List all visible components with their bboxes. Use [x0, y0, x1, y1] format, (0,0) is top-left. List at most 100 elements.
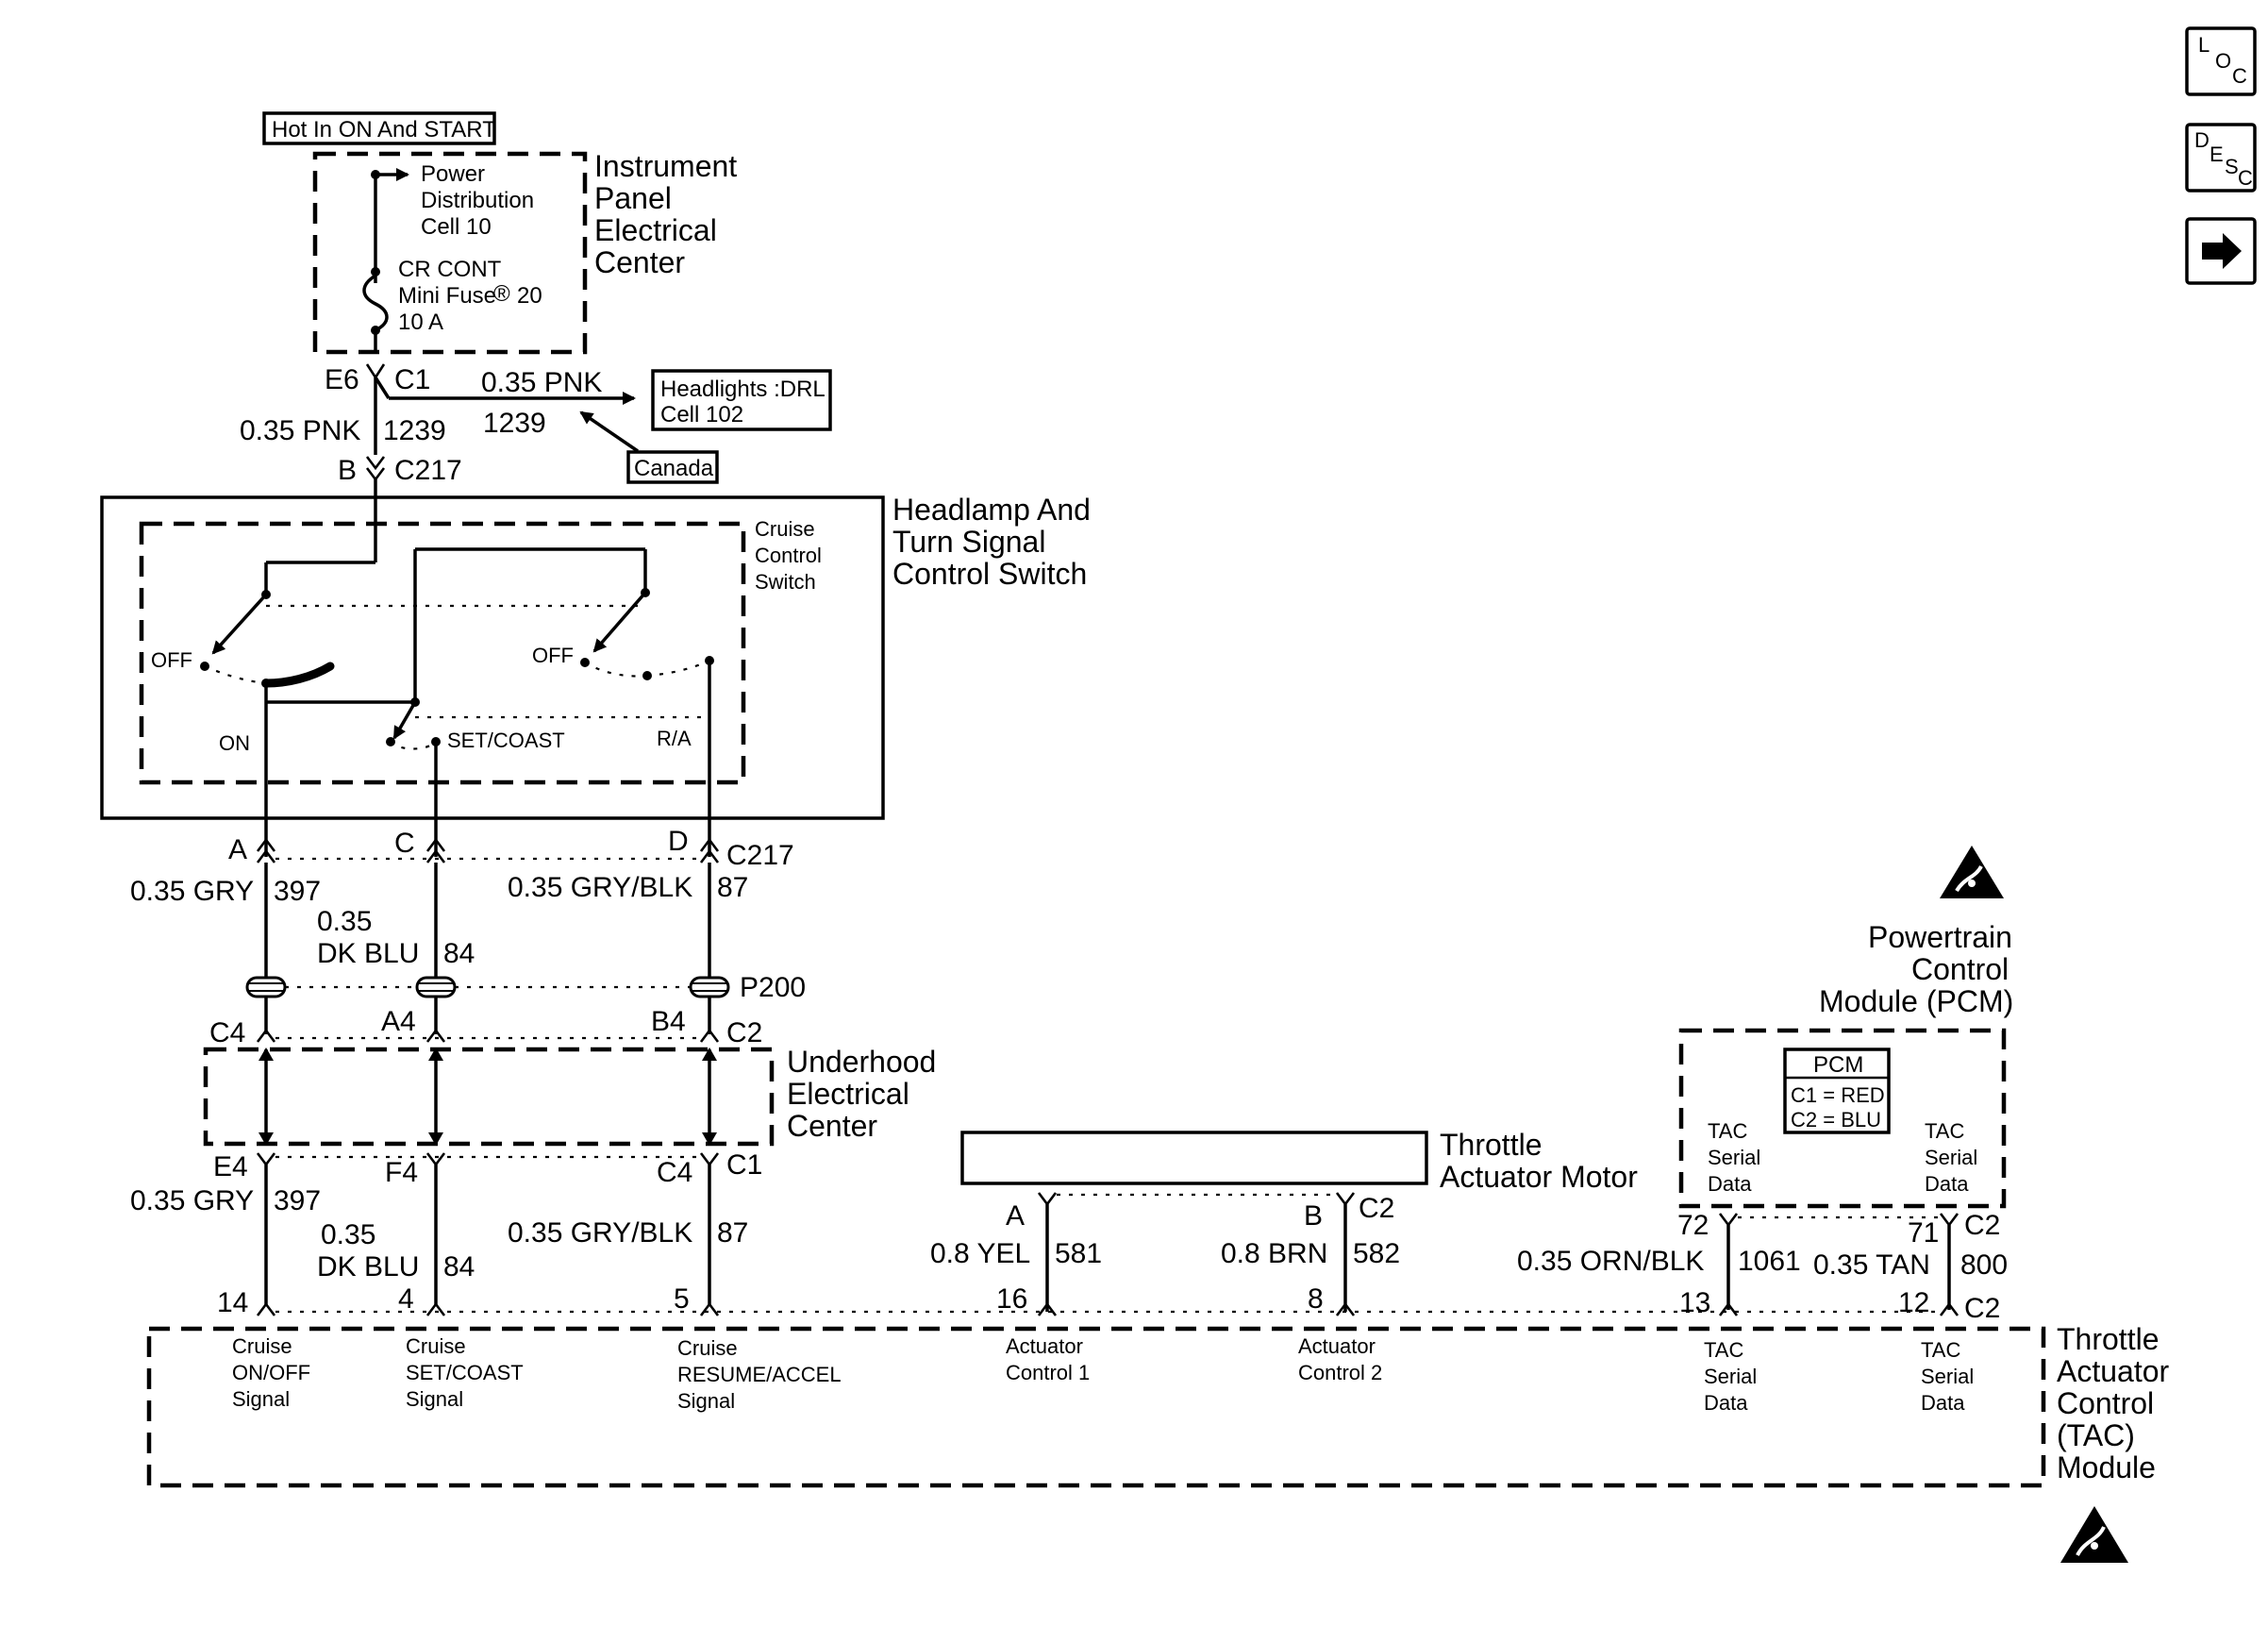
wire-800-color: 0.35 TAN	[1813, 1249, 1930, 1281]
svg-text:SET/COAST: SET/COAST	[406, 1361, 524, 1384]
svg-text:Distribution: Distribution	[421, 188, 534, 213]
connector-c2-uec-symbol-1	[256, 1028, 276, 1043]
wire-87-circuit-lower: 87	[717, 1217, 748, 1249]
hot-in-label-box	[262, 111, 496, 145]
connector-c1-uec-symbol-1	[256, 1152, 276, 1167]
motor-connector-c2: C2	[1359, 1193, 1394, 1224]
svg-text:Powertrain: Powertrain	[1868, 920, 2012, 954]
off-left-label: OFF	[151, 648, 192, 672]
tac-pin-labels: 14 4 5 16 8 13 12 C2	[217, 1283, 2000, 1324]
registered-mark-icon: ®	[493, 281, 510, 307]
connector-c1-uec-symbol-3	[699, 1152, 720, 1167]
svg-text:Serial: Serial	[1704, 1365, 1757, 1388]
splice-p200-label: P200	[740, 972, 806, 1003]
svg-text:Actuator: Actuator	[2057, 1354, 2170, 1388]
wire-87-circuit-upper: 87	[717, 872, 748, 903]
wire-87-color-lower: 0.35 GRY/BLK	[508, 1217, 692, 1249]
tac-module-dashed-box	[146, 1326, 2046, 1488]
pin-b4-label: B4	[651, 1006, 686, 1037]
svg-text:Cruise: Cruise	[677, 1336, 738, 1360]
pcm-dashed-box	[1678, 1028, 2007, 1209]
wire-1239-color-v: 0.35 PNK	[240, 415, 360, 446]
pcm-tac-serial-left: TAC Serial Data	[1708, 1119, 1760, 1196]
wire-581-color: 0.8 YEL	[930, 1238, 1030, 1269]
svg-text:TAC: TAC	[1708, 1119, 1747, 1143]
connector-c217-top-label: C217	[394, 455, 462, 486]
svg-text:20: 20	[517, 283, 542, 309]
svg-text:Center: Center	[594, 245, 685, 279]
wire-1061-color: 0.35 ORN/BLK	[1517, 1246, 1704, 1277]
pcm-pin-71: 71	[1908, 1217, 1939, 1249]
tac-signal-actuator-control-2: Actuator Control 2	[1298, 1334, 1382, 1384]
wire-84-circuit-upper: 84	[443, 938, 475, 969]
connector-c217-symbol-d	[699, 837, 720, 863]
svg-text:Serial: Serial	[1921, 1365, 1974, 1388]
svg-text:Cruise: Cruise	[406, 1334, 466, 1358]
pin-b-label: B	[338, 455, 357, 486]
svg-text:C2: C2	[1964, 1293, 2000, 1324]
svg-text:Control: Control	[755, 544, 822, 567]
splice-p200	[245, 976, 730, 998]
ipec-dashed-box	[312, 151, 588, 355]
svg-text:16: 16	[996, 1283, 1027, 1315]
motor-connector-symbol-a	[1037, 1192, 1058, 1207]
set-coast-label: SET/COAST	[447, 729, 565, 752]
svg-text:Control: Control	[2057, 1386, 2154, 1420]
svg-text:Data: Data	[1708, 1172, 1752, 1196]
svg-text:Serial: Serial	[1708, 1146, 1760, 1169]
svg-text:Actuator: Actuator	[1298, 1334, 1376, 1358]
connector-c2-uec-label: C2	[726, 1017, 762, 1048]
pcm-title: Powertrain Control Module (PCM)	[1819, 920, 2013, 1018]
svg-text:12: 12	[1898, 1287, 1929, 1318]
connector-c1-uec-label: C1	[726, 1149, 762, 1181]
desc-button[interactable]: D E S C	[2185, 123, 2257, 193]
svg-text:Data: Data	[1925, 1172, 1969, 1196]
pin-c-c217: C	[394, 828, 415, 859]
loc-button[interactable]: L O C	[2185, 26, 2257, 96]
tac-signal-cruise-on-off: Cruise ON/OFF Signal	[232, 1334, 310, 1411]
headlamp-switch-title: Headlamp And Turn Signal Control Switch	[892, 493, 1091, 591]
throttle-motor-title: Throttle Actuator Motor	[1440, 1128, 1638, 1194]
wire-84-circuit-lower: 84	[443, 1251, 475, 1282]
pin-e4-label: E4	[213, 1151, 248, 1182]
next-button[interactable]	[2185, 217, 2257, 285]
tac-signal-cruise-resume-accel: Cruise RESUME/ACCEL Signal	[677, 1336, 842, 1413]
esd-sensitive-icon-bottom	[2060, 1506, 2128, 1563]
svg-text:Turn Signal: Turn Signal	[892, 525, 1045, 559]
svg-text:TAC: TAC	[1925, 1119, 1964, 1143]
svg-text:Control: Control	[1911, 952, 2009, 986]
wire-581-circuit: 581	[1055, 1238, 1102, 1269]
svg-text:Cruise: Cruise	[755, 517, 815, 541]
wire-397-color-upper: 0.35 GRY	[130, 876, 254, 907]
pin-a4-label: A4	[381, 1006, 416, 1037]
hot-in-label: Hot In ON And START	[272, 117, 496, 142]
fuse-label: CR CONT Mini Fuse ® 20 10 A	[398, 257, 542, 335]
headlamp-switch-box	[100, 495, 885, 820]
svg-text:4: 4	[398, 1283, 414, 1315]
on-contact-bar	[261, 662, 335, 688]
canada-note-box	[626, 450, 719, 484]
svg-text:Instrument: Instrument	[594, 149, 737, 183]
svg-text:Serial: Serial	[1925, 1146, 1977, 1169]
wire-84-color-upper-b: DK BLU	[317, 938, 419, 969]
svg-text:Data: Data	[1704, 1391, 1748, 1415]
svg-text:Electrical: Electrical	[787, 1077, 909, 1111]
motor-pin-b: B	[1304, 1200, 1323, 1232]
headlights-ref-line2: Cell 102	[660, 402, 743, 427]
power-distribution-ref: Power Distribution Cell 10	[421, 161, 534, 240]
svg-text:14: 14	[217, 1287, 248, 1318]
svg-text:Throttle: Throttle	[2057, 1322, 2159, 1356]
cruise-switch-title: Cruise Control Switch	[755, 517, 822, 594]
connector-c1-label: C1	[394, 364, 430, 395]
svg-text:Underhood: Underhood	[787, 1045, 936, 1079]
pcm-connector-legend-box	[1783, 1048, 1891, 1134]
pin-f4-label: F4	[385, 1157, 418, 1188]
svg-text:Signal: Signal	[677, 1389, 735, 1413]
on-label: ON	[219, 731, 250, 755]
pcm-legend-title: PCM	[1813, 1052, 1863, 1078]
wire-397-circuit-lower: 397	[274, 1185, 321, 1216]
svg-text:Switch: Switch	[755, 570, 816, 594]
loc-letter-o: O	[2215, 49, 2231, 73]
loc-letter-l: L	[2198, 33, 2210, 57]
